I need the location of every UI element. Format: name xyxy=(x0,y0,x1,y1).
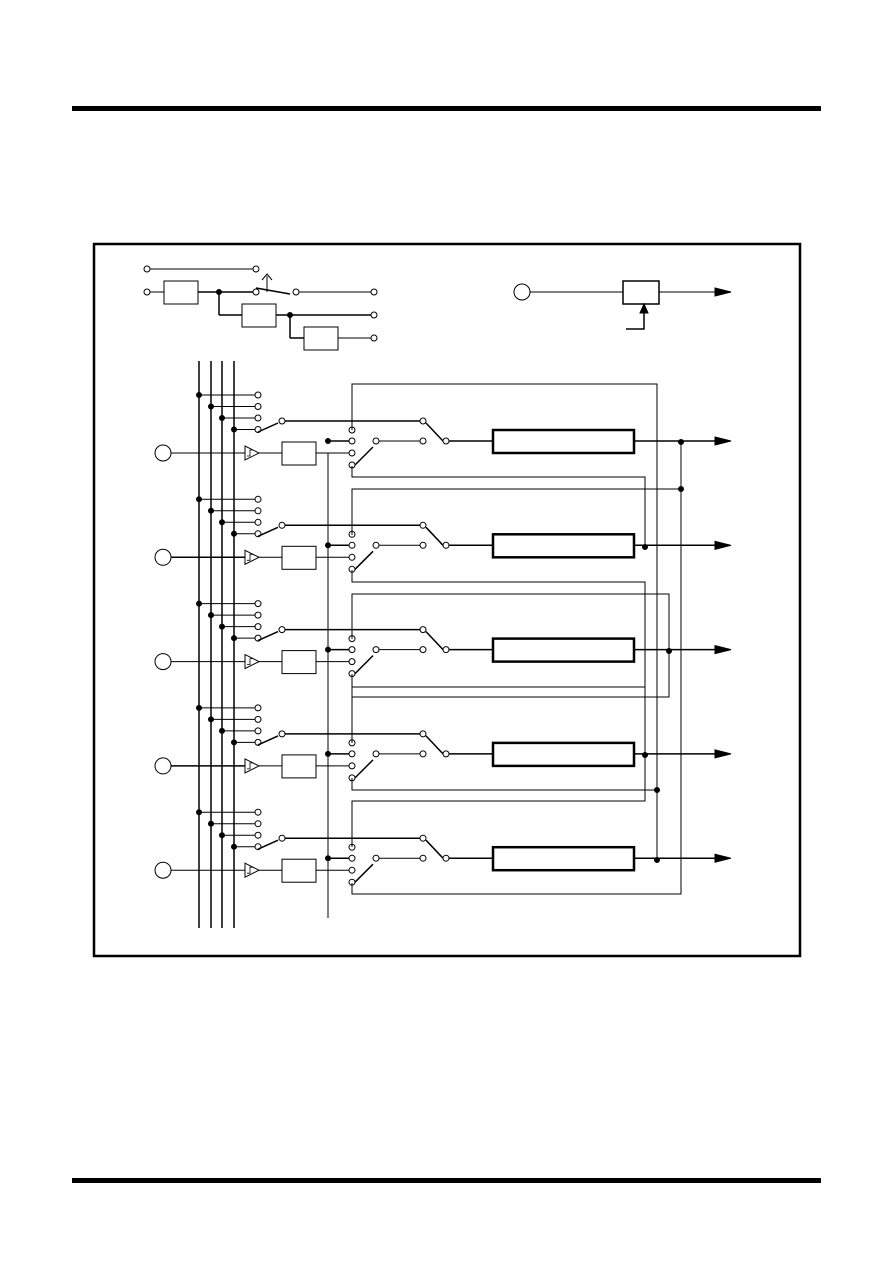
junction-dot-icon xyxy=(231,843,237,850)
junction-dot-icon xyxy=(208,507,214,514)
junction-dot-icon xyxy=(231,530,237,537)
switch-icon xyxy=(354,863,374,883)
pin-circle-icon xyxy=(154,548,172,566)
switch-icon xyxy=(354,550,374,570)
top-right-block xyxy=(513,280,732,330)
junction-dot-icon xyxy=(196,704,202,711)
pin-circle-icon xyxy=(513,283,531,301)
switch-icon xyxy=(425,735,444,755)
junction-dot-icon xyxy=(231,426,237,433)
schmitt-buffer-icon xyxy=(244,549,261,566)
prescaler-box-1 xyxy=(163,280,199,305)
junction-dot-icon xyxy=(219,623,225,630)
signal-bus xyxy=(198,361,235,928)
arrow-output-icon xyxy=(714,540,732,550)
switch-icon xyxy=(257,630,279,642)
junction-dot-icon xyxy=(196,600,202,607)
pin-circle-icon xyxy=(154,653,172,671)
switch-icon xyxy=(257,735,279,746)
arrow-output-icon xyxy=(714,287,732,297)
arrow-output-icon xyxy=(714,644,732,655)
junction-dot-icon xyxy=(231,635,237,642)
arrow-output-icon xyxy=(714,749,732,759)
arrow-output-icon xyxy=(714,853,732,863)
switch-icon xyxy=(257,839,279,850)
prescaler-block xyxy=(143,265,378,351)
junction-dot-icon xyxy=(219,832,225,839)
switch-icon xyxy=(257,526,279,537)
pin-circle-icon xyxy=(154,444,172,462)
switch-icon xyxy=(257,422,279,433)
switch-icon xyxy=(425,839,444,859)
junction-dot-icon xyxy=(208,716,214,723)
junction-dot-icon xyxy=(208,403,214,410)
switch-icon xyxy=(354,759,374,779)
switch-icon xyxy=(425,631,444,651)
pin-circle-icon xyxy=(154,861,172,879)
junction-dot-icon xyxy=(196,392,202,398)
switch-icon xyxy=(425,422,444,442)
schmitt-buffer-icon xyxy=(244,862,261,879)
schmitt-buffer-icon xyxy=(244,758,261,774)
prescaler-box-3 xyxy=(303,326,339,351)
switch-icon xyxy=(354,655,374,675)
pin-circle-icon xyxy=(154,757,172,775)
junction-dot-icon xyxy=(219,727,225,734)
prescaler-box-2 xyxy=(241,303,277,328)
diagram-frame xyxy=(92,242,802,958)
schmitt-buffer-icon xyxy=(244,445,261,461)
header-rule xyxy=(72,106,821,111)
cascade-routing xyxy=(351,383,684,895)
schmitt-buffer-icon xyxy=(244,653,261,670)
junction-dot-icon xyxy=(231,739,237,746)
junction-dot-icon xyxy=(196,496,202,503)
arrow-output-icon xyxy=(714,436,732,446)
junction-dot-icon xyxy=(219,415,225,421)
junction-dot-icon xyxy=(196,809,202,816)
footer-rule xyxy=(72,1178,821,1183)
switch-icon xyxy=(425,526,444,546)
junction-dot-icon xyxy=(219,519,225,526)
junction-dot-icon xyxy=(208,612,214,619)
junction-dot-icon xyxy=(208,820,214,827)
switch-icon xyxy=(354,446,374,466)
